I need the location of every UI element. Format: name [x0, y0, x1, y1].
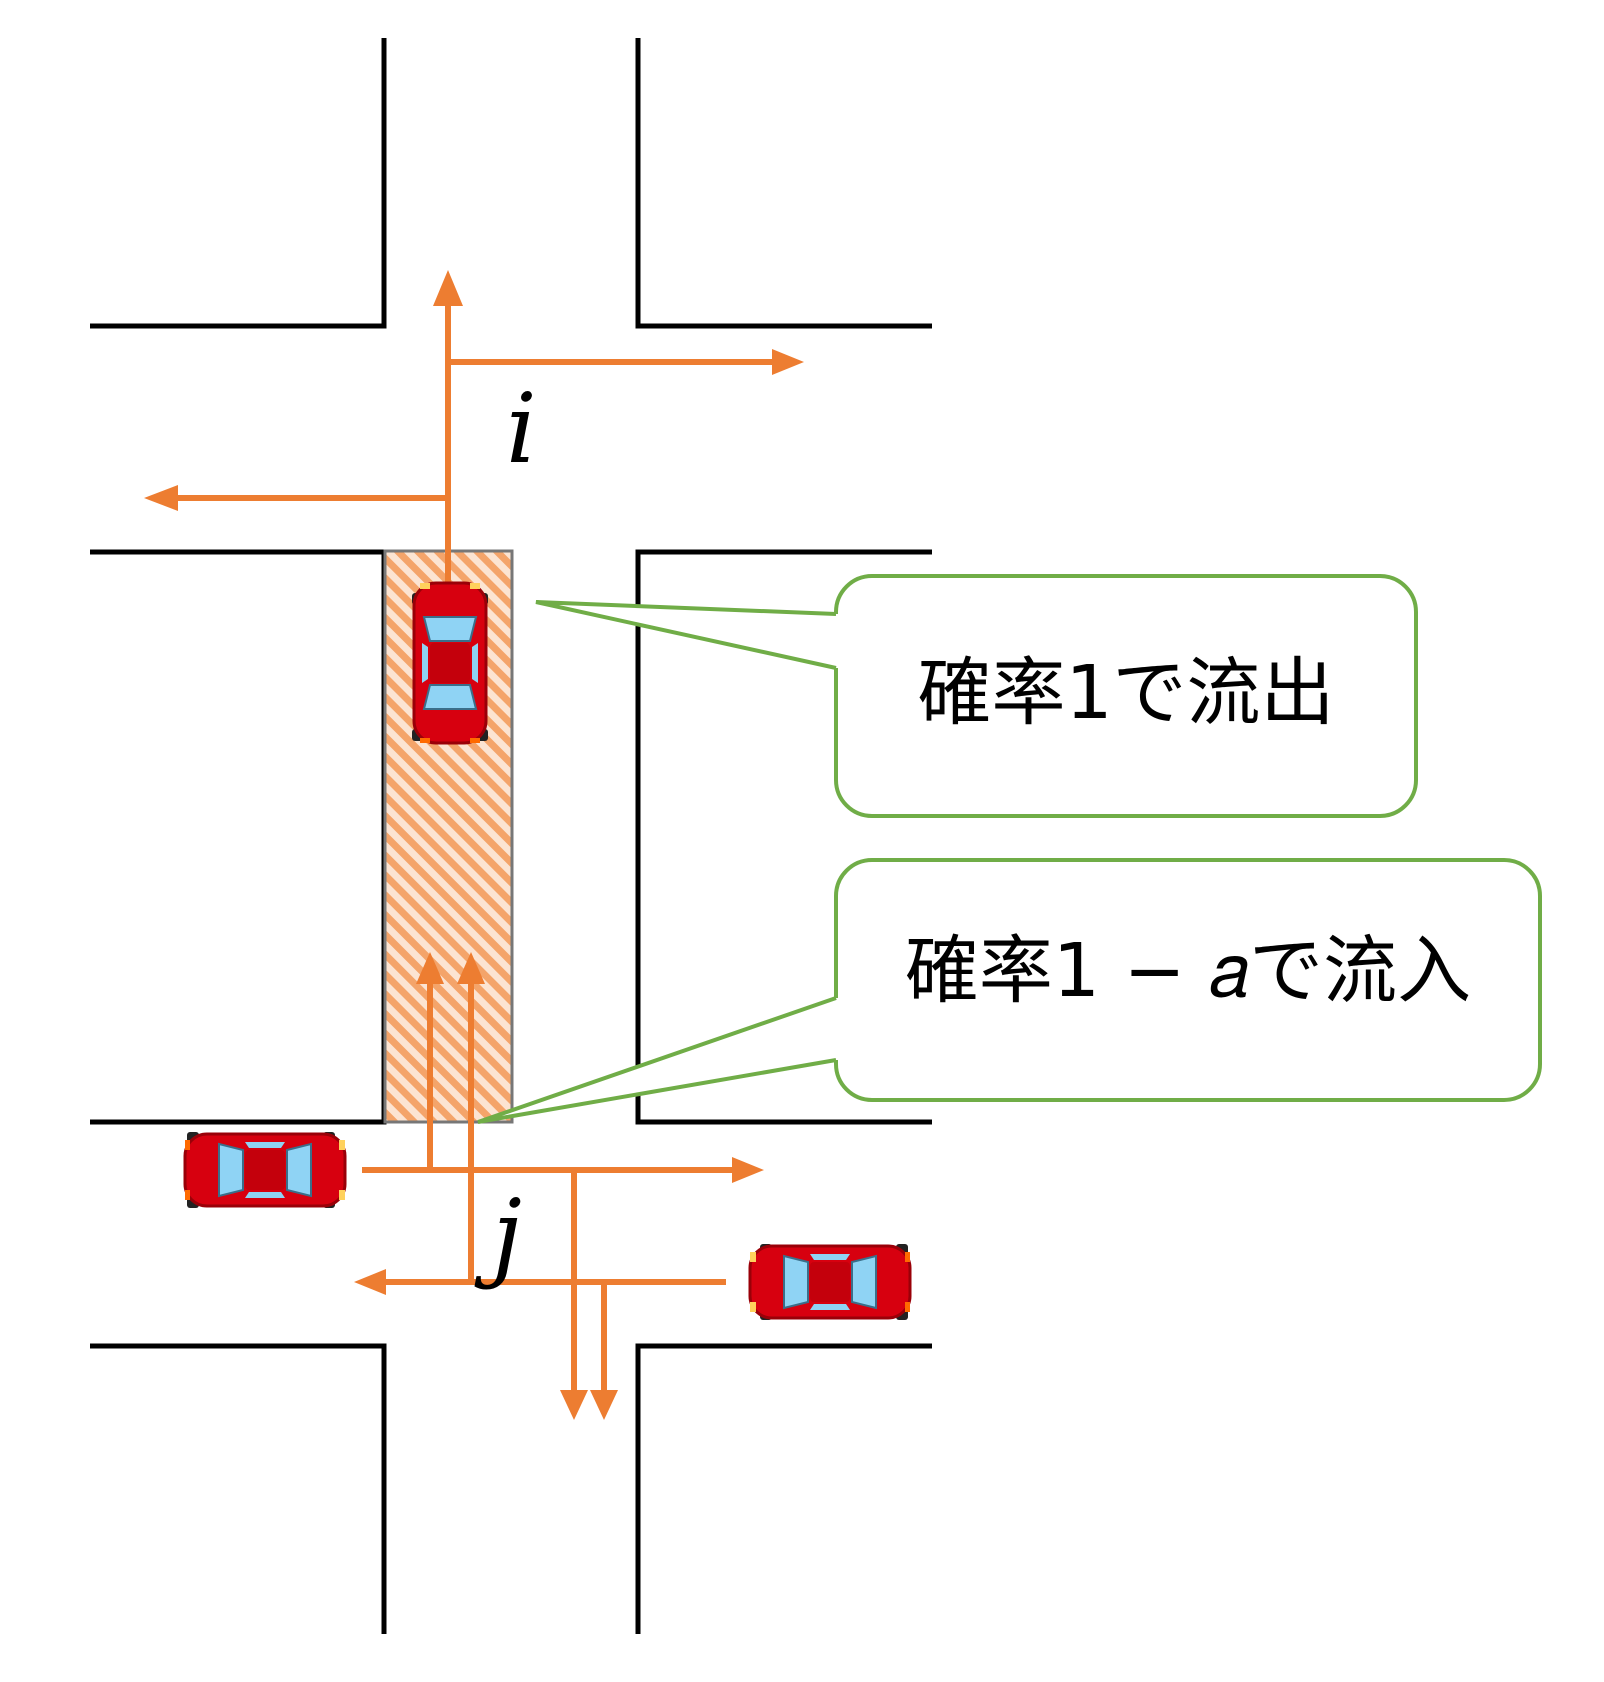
- callout-outflow-box: [834, 574, 1418, 818]
- road-edge-top-left: [90, 38, 387, 329]
- arrow-up-head: [433, 270, 463, 306]
- car-icon: [748, 1242, 912, 1322]
- node-label-j: j: [474, 1179, 522, 1291]
- car-icon: [410, 581, 490, 745]
- callout-outflow-text: 確率1で流出: [917, 650, 1334, 736]
- callout-inflow: 確率1 − 𝑎で流入: [477, 858, 1542, 1124]
- arrows-node-j: [354, 952, 764, 1420]
- road-edge-mid-right: [635, 549, 932, 1125]
- road-edge-bottom-right: [635, 1343, 932, 1634]
- callout-inflow-text: 確率1 − 𝑎で流入: [905, 928, 1471, 1014]
- road-edge-top-right: [635, 38, 932, 329]
- callout-outflow: 確率1で流出: [535, 574, 1418, 818]
- road-edge-mid-left: [90, 549, 387, 1125]
- node-label-i: i: [506, 373, 537, 485]
- car-icon: [183, 1130, 347, 1210]
- arrow-right-head: [772, 349, 804, 375]
- callout-inflow-box: [834, 858, 1542, 1102]
- road-edge-bottom-left: [90, 1343, 387, 1634]
- arrows-node-i: [144, 270, 804, 582]
- arrow-left-head: [144, 485, 178, 511]
